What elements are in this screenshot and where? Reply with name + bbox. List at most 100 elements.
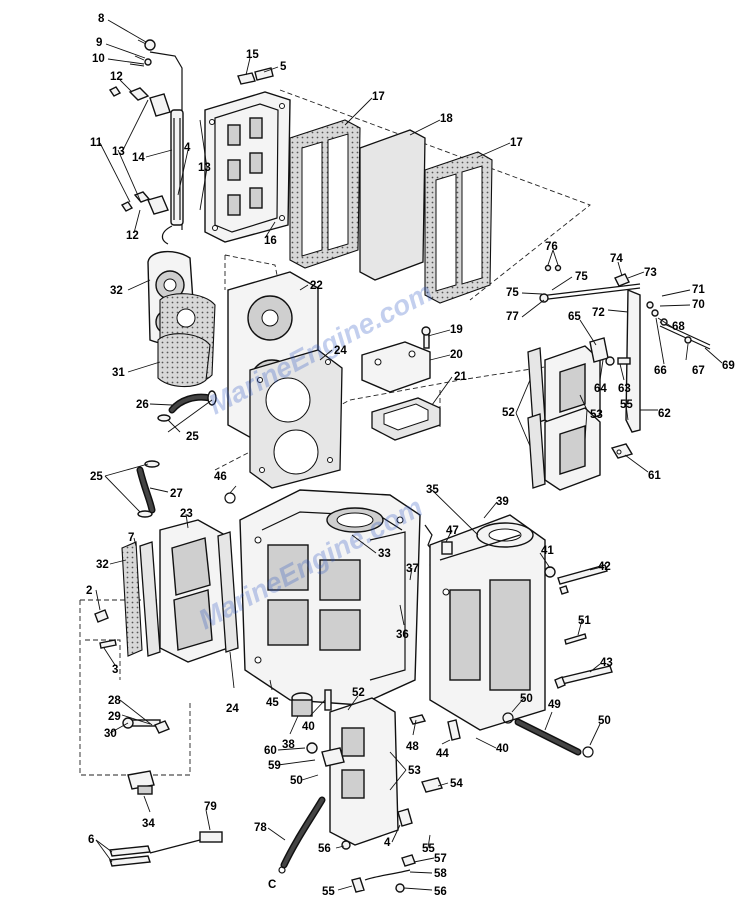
callout-label: 58 — [434, 868, 447, 880]
callout-label: 44 — [436, 748, 449, 760]
callout-label: 9 — [96, 37, 102, 49]
callout-label: 55 — [422, 843, 435, 855]
callout-label: 61 — [648, 470, 661, 482]
exhaust-cover-plate — [204, 67, 291, 243]
callout-label: 33 — [378, 548, 391, 560]
callout-label: 16 — [264, 235, 277, 247]
callout-label: 74 — [610, 253, 623, 265]
callout-label: 53 — [408, 765, 421, 777]
callout-label: 14 — [132, 152, 145, 164]
callout-label: 25 — [90, 471, 103, 483]
callout-label: 28 — [108, 695, 121, 707]
callout-label: 68 — [672, 321, 685, 333]
callout-label: 19 — [450, 324, 463, 336]
callout-label: 40 — [496, 743, 509, 755]
callout-label: 47 — [446, 525, 459, 537]
callout-label: 70 — [692, 299, 705, 311]
callout-label: 43 — [600, 657, 613, 669]
callout-label: 62 — [658, 408, 671, 420]
callout-label: 63 — [618, 383, 631, 395]
callout-label: 54 — [450, 778, 463, 790]
callout-label: 11 — [90, 137, 103, 149]
callout-label: 50 — [520, 693, 533, 705]
callout-label: 53 — [590, 409, 603, 421]
callout-label: C — [268, 879, 276, 891]
callout-label: 48 — [406, 741, 419, 753]
callout-label: 25 — [186, 431, 199, 443]
callout-label: 35 — [426, 484, 439, 496]
callout-label: 10 — [92, 53, 105, 65]
callout-label: 66 — [654, 365, 667, 377]
callout-label: 50 — [598, 715, 611, 727]
callout-label: 59 — [268, 760, 281, 772]
callout-label: 46 — [214, 471, 227, 483]
lower-left-parts — [94, 609, 223, 867]
callout-label: 51 — [578, 615, 591, 627]
callout-label: 56 — [318, 843, 331, 855]
callout-label: 12 — [126, 230, 139, 242]
callout-label: 12 — [110, 71, 123, 83]
callout-label: 2 — [86, 585, 92, 597]
callout-label: 34 — [142, 818, 155, 830]
callout-label: 13 — [198, 162, 211, 174]
callout-label: 21 — [454, 371, 467, 383]
callout-label: 18 — [440, 113, 453, 125]
thermostat-cover — [361, 326, 441, 441]
callout-label: 60 — [264, 745, 277, 757]
callout-label: 30 — [104, 728, 117, 740]
callout-label: 75 — [506, 287, 519, 299]
callout-label: 78 — [254, 822, 267, 834]
crankcase-half — [429, 514, 546, 731]
callout-label: 40 — [302, 721, 315, 733]
callout-label: 49 — [548, 699, 561, 711]
callout-label: 76 — [545, 241, 558, 253]
callout-label: 31 — [112, 367, 125, 379]
callout-label: 57 — [434, 853, 447, 865]
callout-label: 4 — [184, 142, 191, 154]
callout-label: 13 — [112, 146, 125, 158]
intake-bypass-cover — [147, 251, 216, 388]
callout-label: 73 — [644, 267, 657, 279]
callout-label: 24 — [226, 703, 239, 715]
callout-label: 4 — [384, 837, 391, 849]
callout-label: 15 — [246, 49, 259, 61]
callout-label: 5 — [280, 61, 287, 73]
water-hoses — [136, 390, 236, 518]
callout-label: 17 — [372, 91, 385, 103]
callout-label: 22 — [310, 280, 323, 292]
cover-gaskets — [289, 119, 493, 304]
callout-label: 45 — [266, 697, 279, 709]
crankcase-bolts — [544, 564, 613, 689]
callout-label: 52 — [502, 407, 515, 419]
callout-label: 37 — [406, 563, 419, 575]
callout-label: 67 — [692, 365, 705, 377]
callout-label: 27 — [170, 488, 183, 500]
callout-label: 7 — [128, 532, 134, 544]
callout-label: 75 — [575, 271, 588, 283]
leader-lines — [95, 19, 723, 891]
callout-label: 41 — [541, 545, 554, 557]
callout-label: 6 — [88, 834, 94, 846]
callout-label: 71 — [692, 284, 705, 296]
callout-label: 52 — [352, 687, 365, 699]
callout-label: 32 — [96, 559, 109, 571]
hose-49 — [502, 712, 594, 758]
reed-block — [527, 337, 631, 491]
linkage-rod-assembly — [108, 39, 184, 245]
callout-label: 38 — [282, 739, 295, 751]
callout-label: 32 — [110, 285, 123, 297]
callout-label: 77 — [506, 311, 519, 323]
transfer-port-cover — [121, 519, 239, 663]
callout-label: 26 — [136, 399, 149, 411]
callout-label: 3 — [112, 664, 118, 676]
callout-label: 56 — [434, 886, 447, 898]
callout-label: 65 — [568, 311, 581, 323]
cylinder-block — [239, 489, 439, 717]
callout-label: 72 — [592, 307, 605, 319]
callout-labels: 8 9 10 12 11 13 14 4 13 12 15 5 17 18 17… — [86, 13, 735, 898]
callout-label: 79 — [204, 801, 217, 813]
callout-label: 17 — [510, 137, 523, 149]
callout-label: 55 — [322, 886, 335, 898]
cylinder-head-gaskets — [227, 271, 343, 489]
